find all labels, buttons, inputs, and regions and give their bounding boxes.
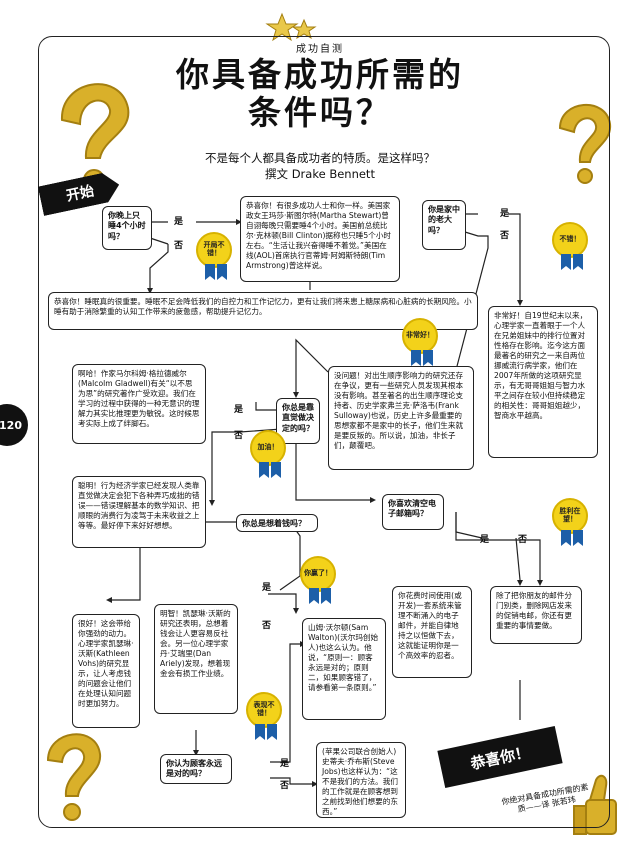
question-sleep: 你晚上只睡4个小时吗？ <box>102 206 152 250</box>
answer-intuition-yes: 啊哈！作家马尔科姆·格拉德威尔(Malcolm Gladwell)有关“以不思为… <box>72 364 206 444</box>
badge: 加油！ <box>250 430 290 478</box>
answer-customer-yes: 山姆·沃尔顿(Sam Walton)(沃尔玛创始人)也这么认为。他说，“原则一：… <box>302 618 386 720</box>
yes-label: 是 <box>500 209 510 219</box>
page-frame <box>38 36 610 828</box>
yes-label: 是 <box>480 535 490 545</box>
author-byline: 撰文 Drake Bennett <box>265 167 375 181</box>
yes-label: 是 <box>234 405 244 415</box>
answer-intuition-no: 聪明！行为经济学家已经发现人类靠直觉做决定会犯下各种弄巧成拙的错误——错误理解基… <box>72 476 206 548</box>
title-line-1: 你具备成功所需的 <box>176 55 464 94</box>
page-subtitle: 不是每个人都具备成功者的特质。是这样吗？ <box>205 151 435 165</box>
answer-email-yes: 你花费时间使用(或开发)一套系统来管理不断涌入的电子邮件，并能自律地持之以恒做下… <box>392 586 472 678</box>
answer-money-yes: 很好！这会带给你强劲的动力。心理学家凯瑟琳·沃斯(Kathleen Vohs)的… <box>72 614 140 728</box>
question-money: 你总是想着钱吗？ <box>236 514 318 532</box>
page-title: 你具备成功所需的 条件吗？ <box>160 56 480 132</box>
yes-label: 是 <box>262 583 272 593</box>
section-kicker: 成功自测 <box>296 44 344 55</box>
no-label: 否 <box>234 431 244 441</box>
badge: 胜利在望！ <box>552 498 592 546</box>
yes-label: 是 <box>280 759 290 769</box>
title-line-2: 条件吗？ <box>248 93 392 132</box>
no-label: 否 <box>518 535 528 545</box>
answer-customer-no: (苹果公司联合创始人)史蒂夫·乔布斯(Steve Jobs)也这样认为：“这不是… <box>316 742 406 818</box>
question-email: 你喜欢清空电子邮箱吗？ <box>382 494 444 530</box>
badge: 不错！ <box>552 222 592 270</box>
badge: 开局不错！ <box>196 232 236 280</box>
yes-label: 是 <box>174 217 184 227</box>
no-label: 否 <box>174 241 184 251</box>
arrow-heads <box>106 219 543 787</box>
answer-sleep-yes: 恭喜你！有很多成功人士和你一样。美国家政女王玛莎·斯图尔特(Martha Ste… <box>240 196 400 282</box>
question-firstborn: 你是家中的老大吗？ <box>422 200 466 250</box>
answer-email-no: 除了把你朋友的邮件分门别类，删除网店发来的促销电邮，你还有更重要的事情要做。 <box>490 586 582 644</box>
question-mark-icon <box>46 733 102 821</box>
answer-firstborn-no: 没问题！对出生顺序影响力的研究还存在争议，更有一些研究人员发现其根本没有影响。甚… <box>328 366 474 470</box>
question-customer: 你认为顾客永远是对的吗？ <box>160 754 232 784</box>
answer-money-no: 明智！凯瑟琳·沃斯的研究还表明，总想着钱会让人更容易反社会。另一位心理学家丹·艾… <box>154 604 238 714</box>
no-label: 否 <box>262 621 272 631</box>
badge: 你赢了！ <box>300 556 340 604</box>
question-intuition: 你总是靠直觉做决定的吗？ <box>276 398 320 444</box>
badge: 表现不错！ <box>246 692 286 740</box>
stars-icon <box>265 12 317 42</box>
no-label: 否 <box>500 231 510 241</box>
answer-firstborn-yes: 非常好！自19世纪末以来，心理学家一直着眼于一个人在兄弟姐妹中的排行位置对性格存… <box>488 306 598 458</box>
question-mark-icon <box>558 103 612 184</box>
no-label: 否 <box>280 781 290 791</box>
badge: 非常好！ <box>402 318 442 366</box>
